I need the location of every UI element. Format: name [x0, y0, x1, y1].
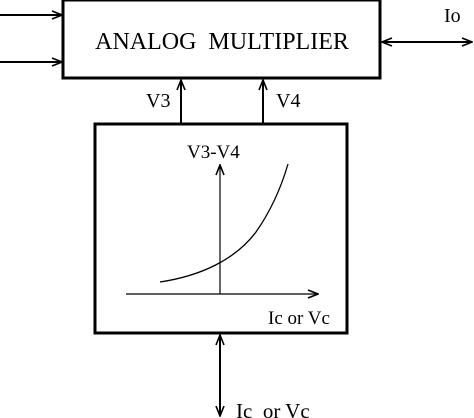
io-label: Io	[444, 5, 461, 27]
analog-multiplier-box	[61, 0, 382, 80]
v3-label: V3	[146, 90, 170, 112]
y-axis-label: V3-V4	[187, 142, 240, 163]
bottom-input-label: Ic or Vc	[236, 399, 310, 418]
v4-label: V4	[276, 90, 300, 112]
converter-box	[93, 122, 349, 335]
characteristic-curve	[159, 163, 289, 283]
analog-multiplier-label: ANALOG MULTIPLIER	[95, 29, 349, 55]
x-axis-label: Ic or Vc	[268, 308, 330, 329]
